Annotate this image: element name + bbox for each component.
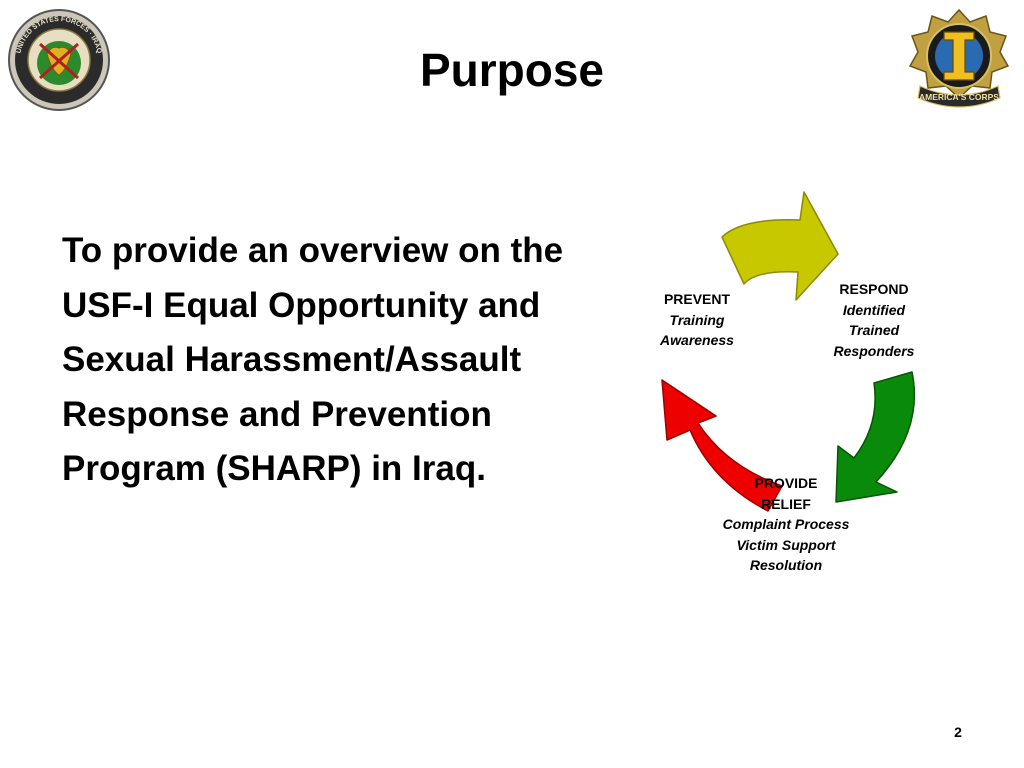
relief-label: PROVIDE RELIEF Complaint Process Victim … xyxy=(690,473,882,576)
respond-label: RESPOND Identified Trained Responders xyxy=(810,279,938,361)
americas-corps-insignia-icon: AMERICA'S CORPS xyxy=(908,8,1010,108)
usf-iraq-seal-icon: UNITED STATES FORCES · IRAQ xyxy=(8,9,110,111)
prevent-line: Training xyxy=(669,311,725,328)
prevent-label: PREVENT Training Awareness xyxy=(638,289,756,351)
relief-heading: PROVIDE xyxy=(754,475,818,491)
respond-line: Trained xyxy=(848,322,900,338)
relief-line: Complaint Process xyxy=(722,516,850,532)
prevent-line: Awareness xyxy=(660,332,734,348)
relief-line: Victim Support xyxy=(736,536,836,553)
respond-to-relief-arrow xyxy=(835,371,916,503)
purpose-statement: To provide an overview on the USF-I Equa… xyxy=(62,231,564,488)
respond-line: Identified xyxy=(842,301,906,318)
relief-heading: RELIEF xyxy=(761,495,811,512)
prevent-heading: PREVENT xyxy=(663,291,731,307)
respond-line: Responders xyxy=(833,342,915,359)
sharp-cycle-diagram xyxy=(661,191,916,512)
relief-to-prevent-arrow xyxy=(661,379,783,512)
insignia-text: AMERICA'S CORPS xyxy=(919,92,999,102)
prevent-to-respond-arrow xyxy=(721,191,839,301)
page-number: 2 xyxy=(954,724,962,740)
page-title: Purpose xyxy=(419,44,605,96)
respond-heading: RESPOND xyxy=(839,281,909,297)
relief-line: Resolution xyxy=(749,557,823,573)
